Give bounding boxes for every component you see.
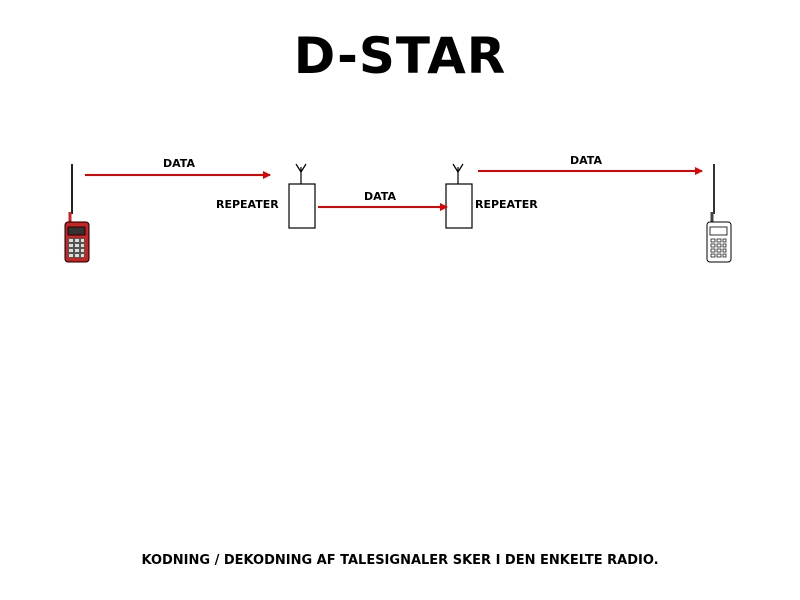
repeater-antenna-icon [445, 163, 473, 229]
page-title: D-STAR [293, 27, 507, 85]
repeater-antenna-icon [288, 163, 316, 229]
handheld-radio-icon [64, 164, 90, 263]
repeater-label: REPEATER [216, 198, 279, 211]
handheld-radio-icon [706, 164, 732, 263]
repeater-label: REPEATER [475, 198, 538, 211]
caption: KODNING / DEKODNING AF TALESIGNALER SKER… [141, 553, 659, 568]
data-label: DATA [364, 190, 396, 203]
data-label: DATA [570, 154, 602, 167]
data-label: DATA [163, 157, 195, 170]
